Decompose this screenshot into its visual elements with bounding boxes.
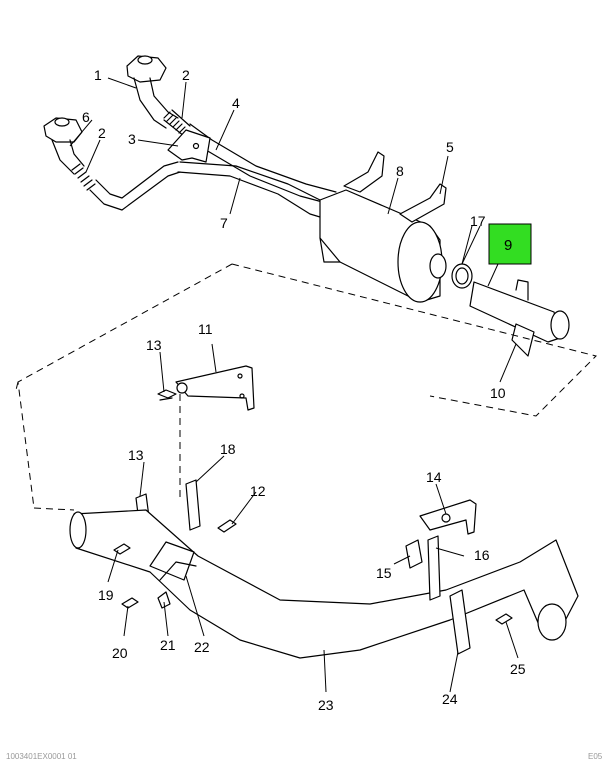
callout-18[interactable]: 18	[220, 441, 236, 457]
bracket-3[interactable]	[167, 129, 211, 163]
hanger-bracket-11[interactable]	[175, 365, 255, 411]
hanger-bracket-14[interactable]	[419, 499, 477, 535]
callout-7[interactable]: 7	[220, 215, 228, 231]
callout-15[interactable]: 15	[376, 565, 392, 581]
callout-3[interactable]: 3	[128, 131, 136, 147]
callout-4[interactable]: 4	[232, 95, 240, 111]
callout-19[interactable]: 19	[98, 587, 114, 603]
isolator-15[interactable]	[405, 539, 423, 569]
callout-14[interactable]: 14	[426, 469, 442, 485]
u-clamp-10[interactable]	[511, 279, 535, 357]
callout-25[interactable]: 25	[510, 661, 526, 677]
bolt-25[interactable]	[495, 613, 513, 625]
callout-1[interactable]: 1	[94, 67, 102, 83]
callout-5[interactable]: 5	[446, 139, 454, 155]
callout-17[interactable]: 17	[470, 213, 486, 229]
tail-pipe-9[interactable]	[469, 281, 570, 343]
y-pipe-7[interactable]	[89, 123, 337, 221]
diagram-page-code: E05	[588, 752, 603, 761]
leader-lines	[69, 77, 519, 693]
band-clamp-22[interactable]	[149, 541, 197, 581]
exhaust-manifold-pipe-1[interactable]	[126, 55, 179, 129]
callout-2-upper[interactable]: 2	[182, 67, 190, 83]
diagram-reference-id: 1003401EX0001 01	[6, 752, 77, 761]
callout-20[interactable]: 20	[112, 645, 128, 661]
highlight-box-part-9[interactable]	[488, 223, 532, 265]
bolt-13-upper[interactable]	[157, 389, 177, 401]
callout-11[interactable]: 11	[198, 321, 213, 337]
callout-6[interactable]: 6	[82, 109, 90, 125]
hanger-strap-18[interactable]	[185, 479, 201, 531]
flex-bellows-2-upper[interactable]	[163, 109, 191, 137]
clamp-24[interactable]	[449, 589, 471, 655]
callout-13-lower[interactable]: 13	[128, 447, 144, 463]
clamp-21[interactable]	[157, 591, 171, 609]
flex-bellows-2-lower[interactable]	[71, 163, 96, 191]
hanger-strap-16[interactable]	[427, 535, 441, 601]
callout-24[interactable]: 24	[442, 691, 458, 707]
clamp-ring-17[interactable]	[451, 263, 473, 289]
callout-10[interactable]: 10	[490, 385, 506, 401]
callout-16[interactable]: 16	[474, 547, 490, 563]
callout-22[interactable]: 22	[194, 639, 210, 655]
callout-13-upper[interactable]: 13	[146, 337, 162, 353]
callout-23[interactable]: 23	[318, 697, 334, 713]
callout-2-lower[interactable]: 2	[98, 125, 106, 141]
callout-12[interactable]: 12	[250, 483, 266, 499]
muffler-hanger-5[interactable]	[343, 151, 447, 223]
bolt-12[interactable]	[217, 519, 237, 533]
exhaust-pipe-23[interactable]	[69, 509, 579, 659]
callout-9[interactable]: 9	[504, 237, 512, 254]
callout-8[interactable]: 8	[396, 163, 404, 179]
bolt-20[interactable]	[121, 597, 139, 609]
callout-21[interactable]: 21	[160, 637, 176, 653]
